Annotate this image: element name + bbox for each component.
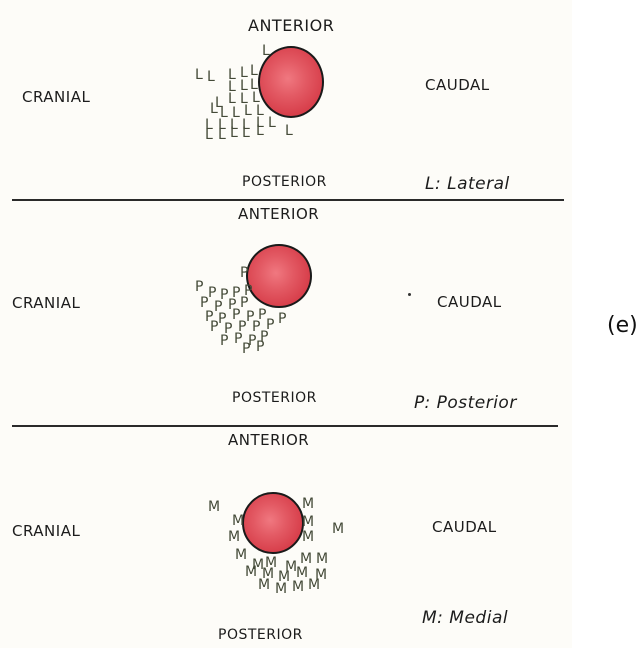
- letter-mark: M: [332, 522, 344, 536]
- letter-mark: M: [208, 500, 220, 514]
- letter-mark: M: [300, 552, 312, 566]
- letter-mark: M: [296, 566, 308, 580]
- letter-mark: M: [258, 578, 270, 592]
- letter-mark: M: [235, 548, 247, 562]
- letter-mark: M: [265, 556, 277, 570]
- letter-mark: M: [302, 530, 314, 544]
- letter-mark: M: [308, 578, 320, 592]
- figure-panel-tag: (e): [607, 313, 638, 338]
- letter-mark: M: [316, 552, 328, 566]
- letter-mark: M: [302, 497, 314, 511]
- letter-mark: M: [228, 530, 240, 544]
- letter-mark: M: [232, 514, 244, 528]
- letter-mark: M: [302, 515, 314, 529]
- drawing-sheet: ANTERIOR CRANIAL CAUDAL POSTERIOR L: Lat…: [0, 0, 572, 648]
- letter-mark: M: [292, 580, 304, 594]
- letter-mark: M: [245, 565, 257, 579]
- letter-mark: M: [275, 582, 287, 596]
